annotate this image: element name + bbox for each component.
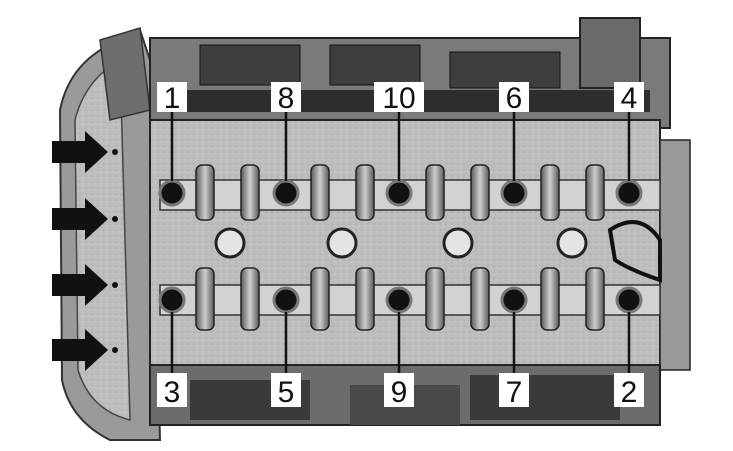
arrow-right-icon	[52, 198, 118, 240]
spark-plug-well	[442, 227, 474, 259]
bolt-9	[385, 286, 413, 314]
bolt-4	[615, 179, 643, 207]
bolt-2	[615, 286, 643, 314]
rocker-arm	[425, 164, 445, 221]
rocker-arm	[540, 267, 560, 331]
spark-plug-well	[556, 227, 588, 259]
rocker-arm	[585, 267, 605, 331]
arrow-right-icon	[52, 131, 118, 173]
label-bolt-8: 8	[278, 82, 295, 115]
leader-lines	[170, 110, 631, 374]
direction-arrows	[52, 131, 118, 371]
label-bolt-7: 7	[506, 376, 523, 409]
label-bolt-10: 10	[382, 82, 415, 115]
rocker-arm	[470, 267, 490, 331]
label-bolt-4: 4	[621, 82, 638, 115]
spark-plug-well	[214, 227, 246, 259]
bolt-5	[272, 286, 300, 314]
rocker-arm	[240, 267, 260, 331]
rocker-arm	[195, 267, 215, 331]
bolt-7	[500, 286, 528, 314]
label-backgrounds	[157, 82, 644, 407]
rocker-arms	[195, 164, 605, 331]
bolt-6	[500, 179, 528, 207]
rocker-arm	[470, 164, 490, 221]
rocker-arm	[585, 164, 605, 221]
rocker-arm	[355, 164, 375, 221]
rocker-arm	[425, 267, 445, 331]
bolt-8	[272, 179, 300, 207]
arrow-right-icon	[52, 264, 118, 306]
label-bolt-6: 6	[506, 82, 523, 115]
head-bolts	[158, 179, 643, 314]
label-bolt-3: 3	[164, 376, 181, 409]
label-bolt-1: 1	[164, 82, 181, 115]
spark-plug-wells	[214, 227, 588, 259]
bolt-10	[385, 179, 413, 207]
label-bolt-5: 5	[278, 376, 295, 409]
arrow-right-icon	[52, 329, 118, 371]
rocker-arm	[355, 267, 375, 331]
label-bolt-2: 2	[621, 376, 638, 409]
bolt-1	[158, 179, 186, 207]
rocker-arm	[310, 164, 330, 221]
spark-plug-well	[326, 227, 358, 259]
rocker-arm	[240, 164, 260, 221]
rocker-arm	[540, 164, 560, 221]
sequence-labels: 1 8 10 6 4 3 5 9 7 2	[164, 82, 638, 409]
rocker-arm	[310, 267, 330, 331]
label-bolt-9: 9	[391, 376, 408, 409]
timing-cover	[58, 27, 162, 441]
rocker-arm	[195, 164, 215, 221]
bolt-3	[158, 286, 186, 314]
